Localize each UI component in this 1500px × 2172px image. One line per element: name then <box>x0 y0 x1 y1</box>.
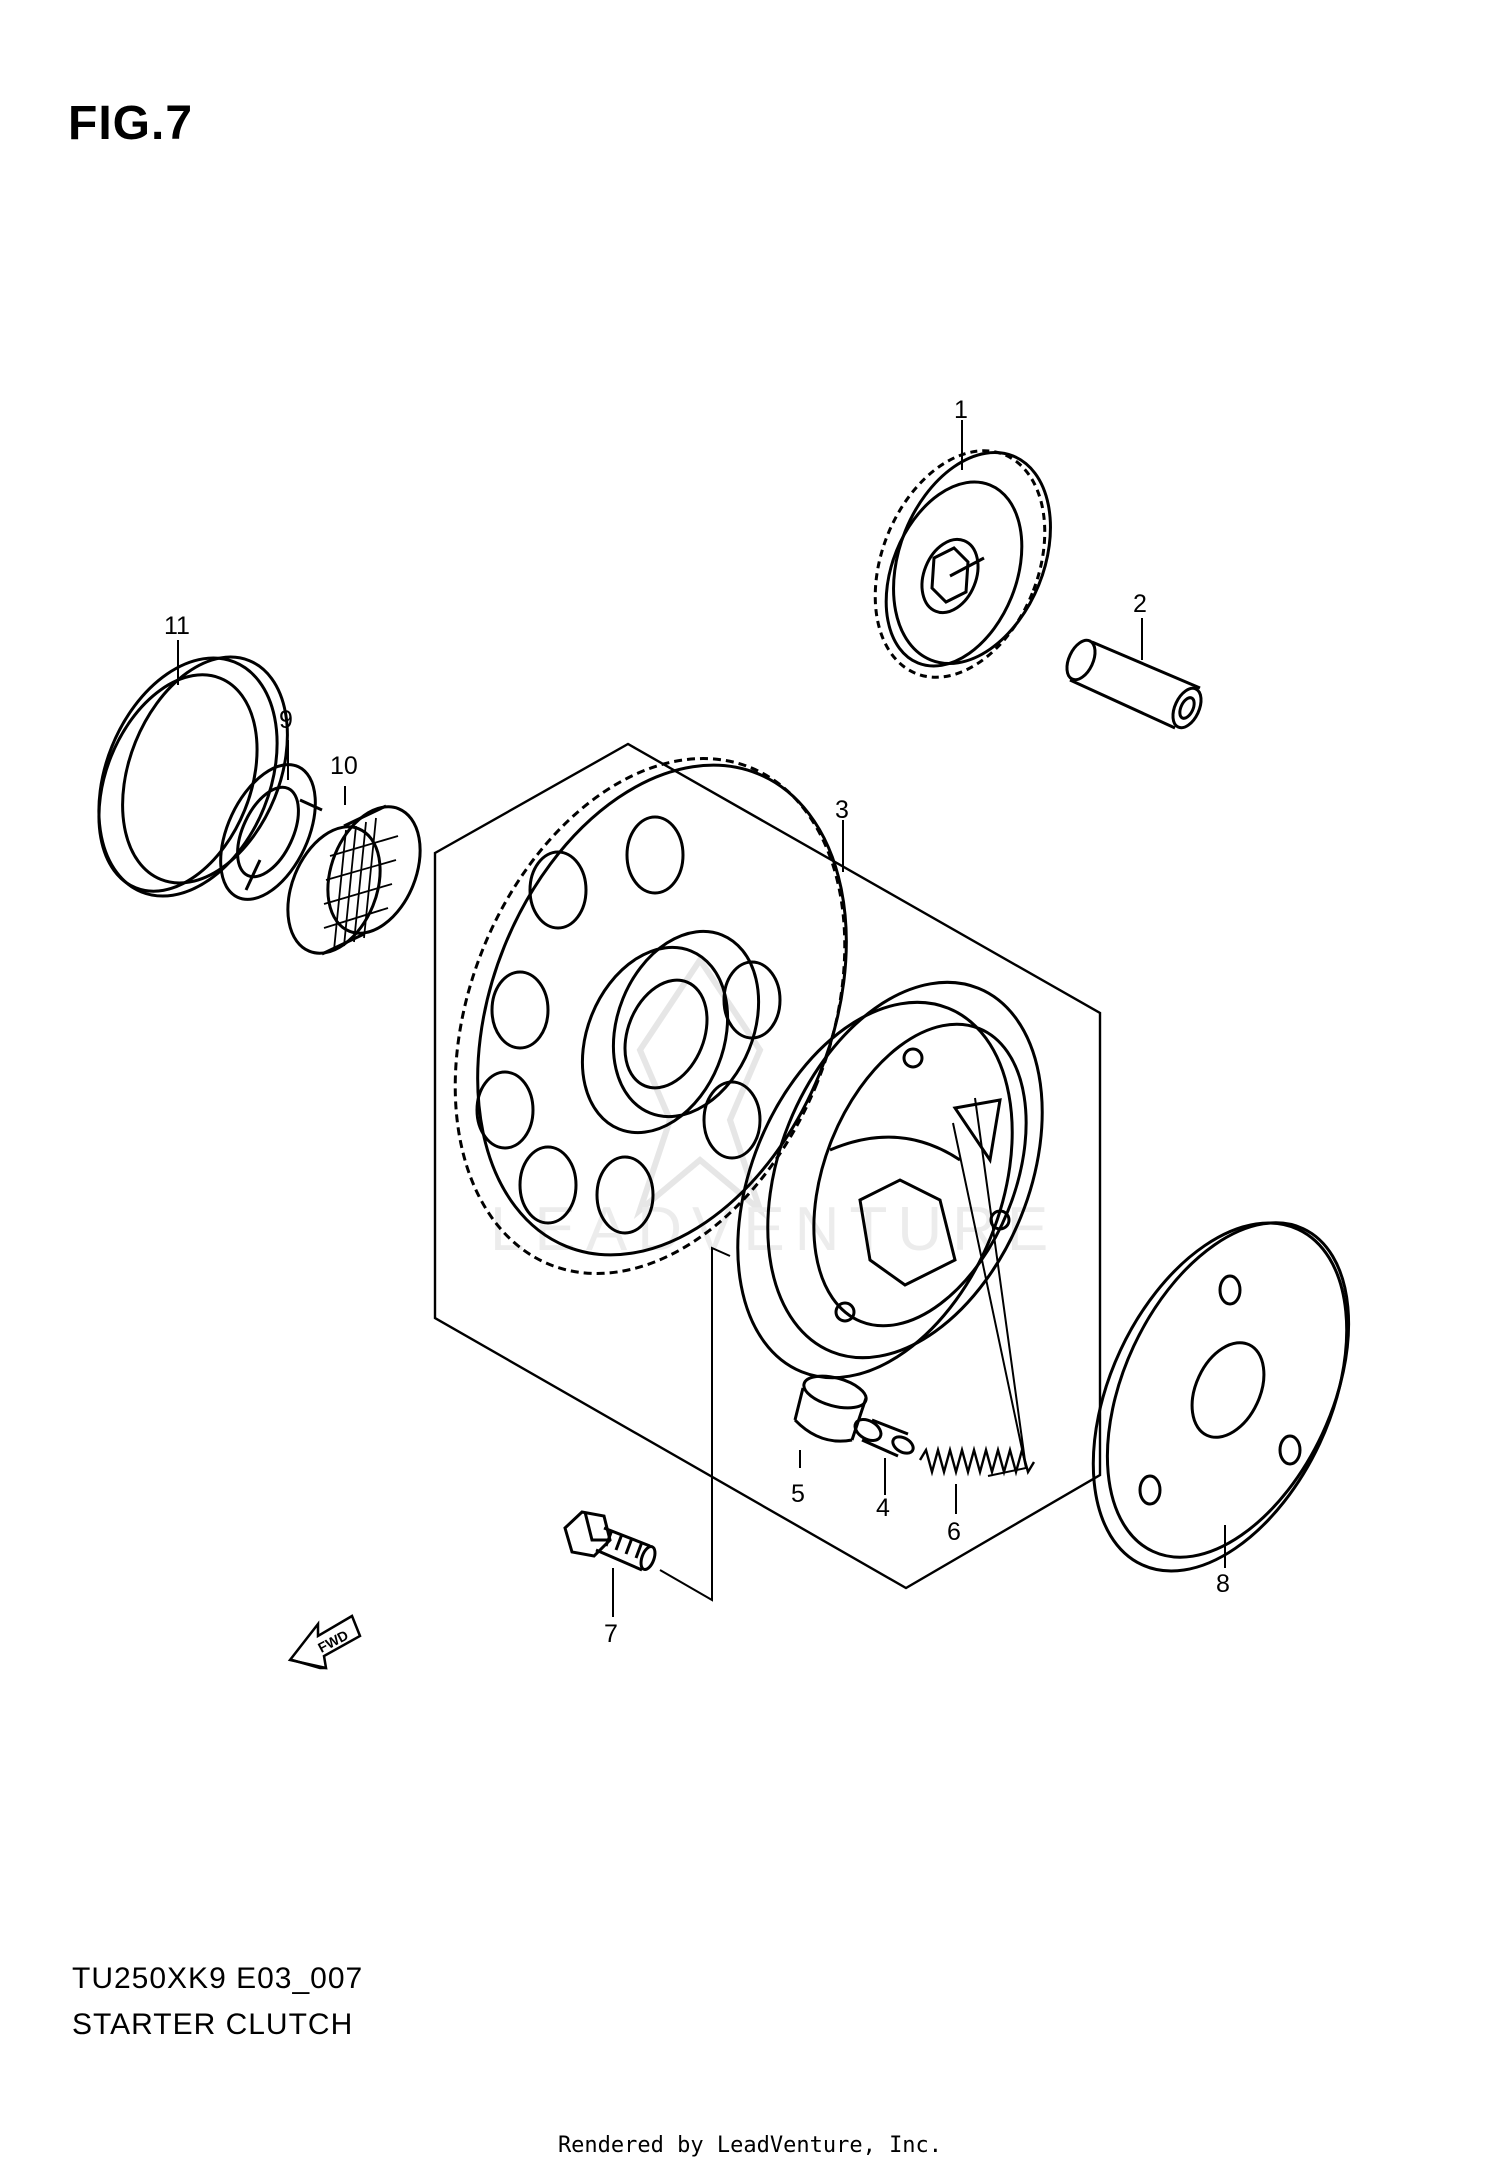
part-2-shaft <box>1065 638 1203 730</box>
assembly-outline <box>433 742 1102 1590</box>
callout-7: 7 <box>604 1620 618 1648</box>
callout-11: 11 <box>164 612 190 640</box>
callout-8: 8 <box>1216 1570 1230 1598</box>
part-1-gear <box>873 449 1052 679</box>
model-code: TU250XK9 E03_007 <box>72 1962 364 1995</box>
part-6-spring <box>918 1445 1036 1477</box>
part-7-bolt <box>563 1510 657 1572</box>
part-4-pin <box>853 1418 915 1458</box>
callout-9: 9 <box>279 706 293 734</box>
part-3-clutch-housing <box>736 980 1044 1380</box>
figure-title: FIG.7 <box>68 97 194 150</box>
part-5-roller <box>793 1374 868 1443</box>
part-10-needle-bearing <box>286 804 422 956</box>
callout-4: 4 <box>876 1494 890 1522</box>
part-3-starter-gear <box>453 757 848 1275</box>
callout-2: 2 <box>1133 590 1147 618</box>
watermark-text: LEADVENTURE <box>490 1195 1058 1264</box>
callouts: 1 2 3 4 5 6 7 8 9 10 11 <box>164 396 1230 1648</box>
part-11-ring <box>97 655 289 898</box>
leader-lines <box>177 420 1226 1617</box>
callout-6: 6 <box>947 1518 961 1546</box>
callout-10: 10 <box>330 752 358 780</box>
callout-1: 1 <box>954 396 968 424</box>
part-8-cover-plate <box>1091 1221 1351 1573</box>
diagram-title: STARTER CLUTCH <box>72 2008 354 2041</box>
callout-3: 3 <box>835 796 849 824</box>
fwd-direction-arrow: FWD <box>287 1614 362 1670</box>
render-credit: Rendered by LeadVenture, Inc. <box>557 2133 943 2158</box>
callout-5: 5 <box>791 1480 805 1508</box>
part-9-washer <box>219 763 323 901</box>
